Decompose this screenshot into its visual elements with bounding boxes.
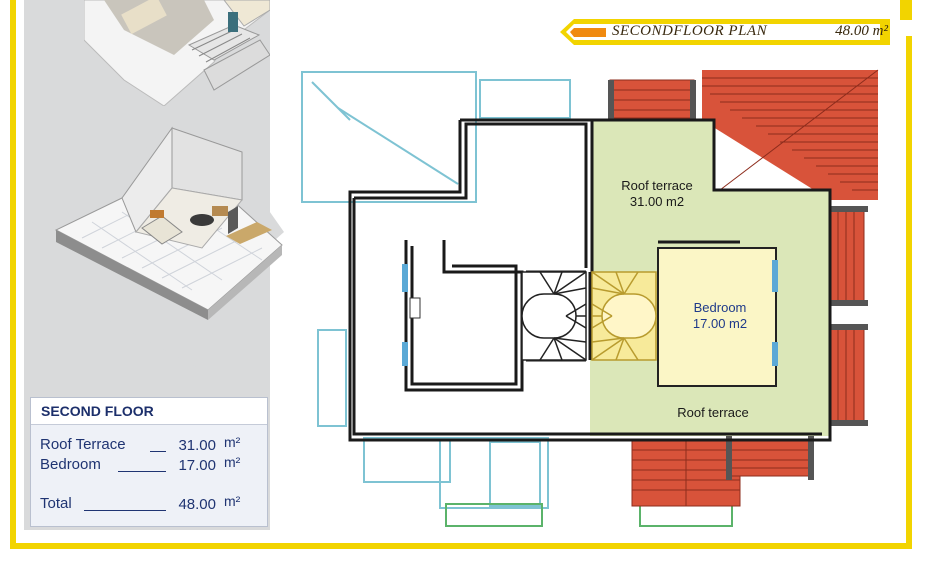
frame-left-border bbox=[10, 0, 16, 549]
room-name: Roof terrace bbox=[621, 178, 693, 193]
summary-row-roof-terrace: Roof Terrace 31.00 m² bbox=[40, 434, 262, 456]
room-label-roof-terrace: Roof terrace 31.00 m2 bbox=[605, 178, 709, 210]
bedroom-area bbox=[657, 247, 777, 387]
leader-line bbox=[118, 471, 166, 472]
plan-header-tag: SECONDFLOOR PLAN 48.00 m² bbox=[560, 19, 890, 45]
plan-total-area: 48.00 m² bbox=[835, 23, 888, 39]
leader-line bbox=[150, 451, 166, 452]
summary-title: SECOND FLOOR bbox=[31, 398, 267, 425]
row-value: 31.00 bbox=[178, 437, 216, 454]
frame-top-notch bbox=[900, 14, 912, 20]
frame-right-border bbox=[906, 36, 912, 549]
second-floor-render-image bbox=[52, 120, 284, 370]
render-panel: SECOND FLOOR Roof Terrace 31.00 m² Bedro… bbox=[24, 0, 284, 530]
floor-plan-drawing bbox=[301, 69, 879, 527]
staircase-left bbox=[521, 271, 587, 361]
room-name: Bedroom bbox=[693, 300, 747, 315]
row-label: Bedroom bbox=[40, 456, 101, 473]
summary-row-total: Total 48.00 m² bbox=[40, 493, 262, 515]
plan-title: SECONDFLOOR PLAN bbox=[612, 23, 768, 39]
row-value: 48.00 bbox=[178, 496, 216, 513]
room-area: 17.00 m2 bbox=[692, 316, 748, 331]
leader-line bbox=[84, 510, 166, 511]
frame-bottom-border bbox=[10, 543, 912, 549]
row-unit: m² bbox=[224, 454, 241, 470]
roof-tiles bbox=[608, 69, 879, 507]
summary-row-bedroom: Bedroom 17.00 m² bbox=[40, 454, 262, 476]
row-value: 17.00 bbox=[178, 457, 216, 474]
area-summary-table: SECOND FLOOR Roof Terrace 31.00 m² Bedro… bbox=[30, 397, 268, 527]
staircase-right bbox=[591, 271, 657, 361]
row-label: Total bbox=[40, 495, 72, 512]
row-label: Roof Terrace bbox=[40, 436, 126, 453]
room-label-roof-terrace-lower: Roof terrace bbox=[660, 405, 766, 421]
first-floor-render-image bbox=[84, 0, 270, 106]
room-label-bedroom: Bedroom 17.00 m2 bbox=[670, 300, 770, 332]
room-area: 31.00 m2 bbox=[629, 194, 685, 209]
row-unit: m² bbox=[224, 434, 241, 450]
row-unit: m² bbox=[224, 493, 241, 509]
room-name: Roof terrace bbox=[677, 405, 749, 420]
